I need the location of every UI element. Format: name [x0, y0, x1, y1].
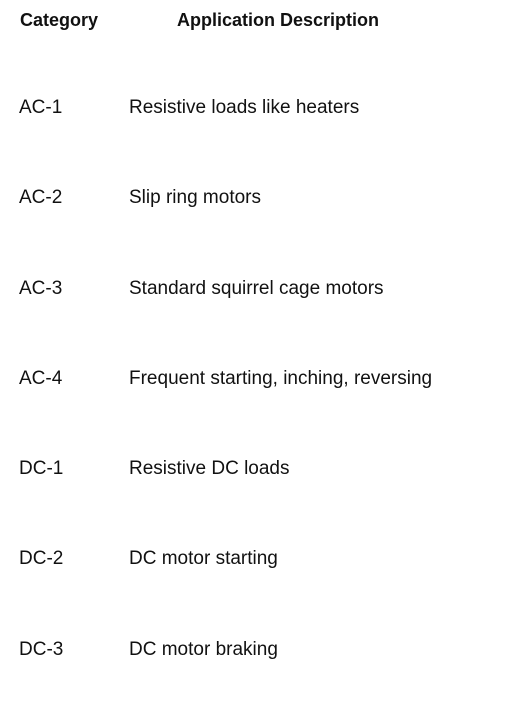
table-row: AC-2 Slip ring motors [0, 184, 513, 274]
category-cell: AC-3 [19, 277, 63, 299]
table-row: AC-4 Frequent starting, inching, reversi… [0, 365, 513, 455]
table-row: AC-1 Resistive loads like heaters [0, 94, 513, 184]
description-cell: Slip ring motors [129, 187, 261, 209]
category-cell: AC-1 [19, 97, 63, 118]
description-cell: Resistive DC loads [129, 458, 290, 480]
category-cell: DC-2 [19, 548, 64, 570]
table-body: AC-1 Resistive loads like heaters AC-2 S… [0, 94, 513, 726]
description-column-header: Application Description [177, 10, 380, 30]
category-cell: DC-3 [19, 638, 64, 660]
utilization-category-table: Category Application Description AC-1 Re… [0, 8, 513, 660]
table-row: AC-3 Standard squirrel cage motors [0, 275, 513, 365]
category-cell: AC-2 [19, 187, 63, 209]
description-cell: Standard squirrel cage motors [129, 277, 384, 299]
description-cell: Resistive loads like heaters [129, 97, 360, 118]
category-cell: AC-4 [19, 367, 63, 389]
table-header: Category Application Description [0, 8, 513, 32]
description-cell: Frequent starting, inching, reversing [129, 367, 433, 389]
table-row: DC-3 DC motor braking [0, 636, 513, 726]
description-cell: DC motor starting [129, 548, 278, 570]
category-cell: DC-1 [19, 458, 64, 480]
table-row: DC-2 DC motor starting [0, 545, 513, 635]
description-cell: DC motor braking [129, 638, 278, 660]
table-row: DC-1 Resistive DC loads [0, 455, 513, 545]
category-column-header: Category [20, 10, 99, 30]
